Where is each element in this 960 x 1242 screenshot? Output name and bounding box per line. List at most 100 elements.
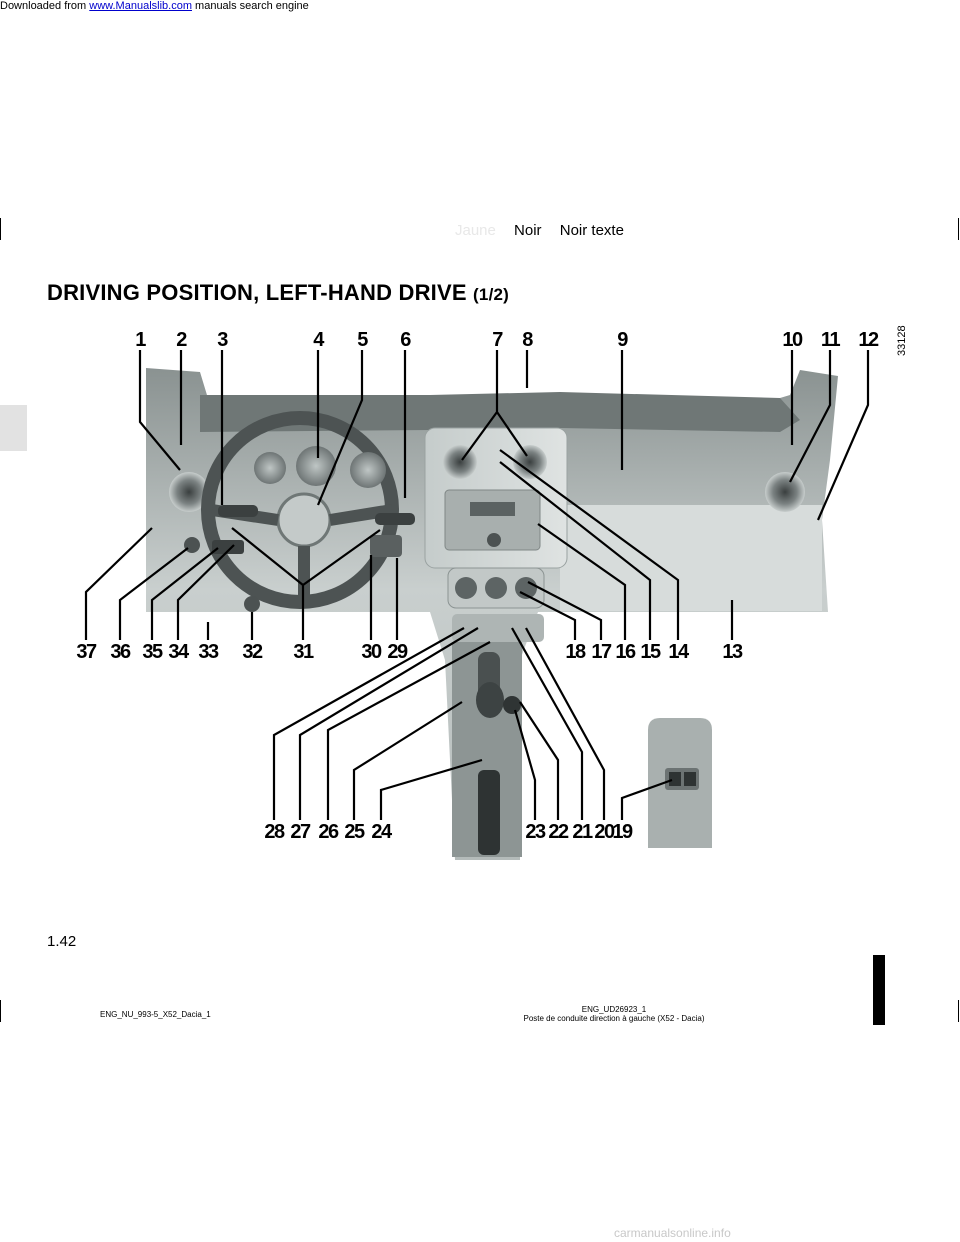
leader-5 [316,350,364,506]
leader-15 [499,461,652,640]
callout-30: 30 [361,641,382,663]
callout-14: 14 [668,641,690,663]
leader-21 [511,627,584,820]
callout-33: 33 [198,641,219,663]
callout-1: 1 [135,329,146,351]
leader-27 [298,627,479,820]
crop-mark [958,1000,959,1022]
right-stalk [375,513,415,525]
dashboard-image [146,368,838,860]
leader-31 [231,527,381,640]
leader-19 [620,778,673,820]
steering-wheel-hub [276,492,332,548]
callout-26: 26 [318,821,339,843]
inset-switch-left [669,772,681,786]
callout-8: 8 [522,329,533,351]
inset-switch-right [684,772,696,786]
vent-left [169,472,209,512]
chapter-tab [0,405,27,451]
callout-20: 20 [594,821,615,843]
radio-display [470,502,515,516]
leader-25 [352,701,463,820]
crop-mark [0,1000,1,1022]
leader-1 [138,350,181,471]
banner-prefix: Downloaded from [0,0,90,12]
callout-35: 35 [142,641,163,663]
radio-unit [444,489,541,551]
leader-26 [326,641,491,820]
crop-mark [958,218,959,240]
leader-11 [789,350,832,483]
crop-mark [0,218,1,240]
callout-29: 29 [387,641,408,663]
leader-18 [519,591,577,640]
callout-12: 12 [858,329,879,351]
leader-35 [150,547,219,640]
callout-19: 19 [612,821,633,843]
leader-16 [537,523,627,640]
leader-22 [519,701,560,820]
bonnet-release [244,596,260,612]
left-stalk [218,505,258,517]
leader-28 [272,627,465,820]
callout-25: 25 [344,821,365,843]
handbrake [478,770,500,855]
leader-24 [379,758,483,820]
callout-16: 16 [615,641,636,663]
hvac-knob-right [515,577,537,599]
callout-5: 5 [357,329,368,351]
site-watermark: carmanualsonline.info [614,1226,731,1240]
leader-12 [816,350,870,521]
ignition-area [370,535,402,557]
callout-34: 34 [168,641,190,663]
callout-11: 11 [821,329,841,351]
callout-18: 18 [565,641,586,663]
callout-31: 31 [293,641,314,663]
gauge-left [254,452,286,484]
callout-7: 7 [492,329,503,351]
vent-right [765,472,805,512]
radio-knob [487,533,501,547]
callout-4: 4 [313,329,325,351]
title-part: (1/2) [473,285,510,304]
leader-7 [461,350,528,461]
callout-37: 37 [76,641,97,663]
callout-10: 10 [782,329,803,351]
page-title: DRIVING POSITION, LEFT-HAND DRIVE (1/2) [47,280,509,306]
callout-27: 27 [290,821,311,843]
gauge-center [296,446,336,486]
cigarette-lighter [503,696,521,714]
callout-17: 17 [591,641,612,663]
callout-3: 3 [217,329,228,351]
leader-37 [84,527,153,640]
banner-suffix: manuals search engine [191,0,309,12]
leader-36 [118,547,189,640]
callout-24: 24 [371,821,393,843]
mark-noir: Noir [514,222,542,239]
hvac-knob-left [455,577,477,599]
callout-13: 13 [722,641,743,663]
footer-section-code: ENG_UD26923_1 [581,1005,647,1014]
footer-section-info: ENG_UD26923_1 Poste de conduite directio… [484,1005,744,1023]
glovebox [560,505,822,611]
manualslib-link[interactable]: www.Manualslib.com [89,0,192,12]
download-banner: Downloaded from www.Manualslib.com manua… [0,0,309,12]
mark-jaune: Jaune [455,222,496,239]
callout-15: 15 [640,641,661,663]
vent-center-left [443,445,477,479]
callout-22: 22 [548,821,569,843]
callout-numbers: 1 2 3 4 5 6 7 8 9 10 11 12 13 14 15 16 1… [76,329,880,843]
callout-9: 9 [617,329,628,351]
page-edge-bar [873,955,885,1025]
leader-20 [525,627,606,820]
left-switch-block [212,540,244,554]
leader-34 [176,544,235,640]
page-number: 1.42 [47,933,77,950]
leader-23 [513,709,537,820]
inset-image [648,718,712,848]
mark-noir-texte: Noir texte [559,222,624,239]
callout-36: 36 [110,641,131,663]
print-color-marks: Jaune Noir Noir texte [455,222,638,239]
callout-23: 23 [525,821,546,843]
leader-17 [527,581,603,640]
